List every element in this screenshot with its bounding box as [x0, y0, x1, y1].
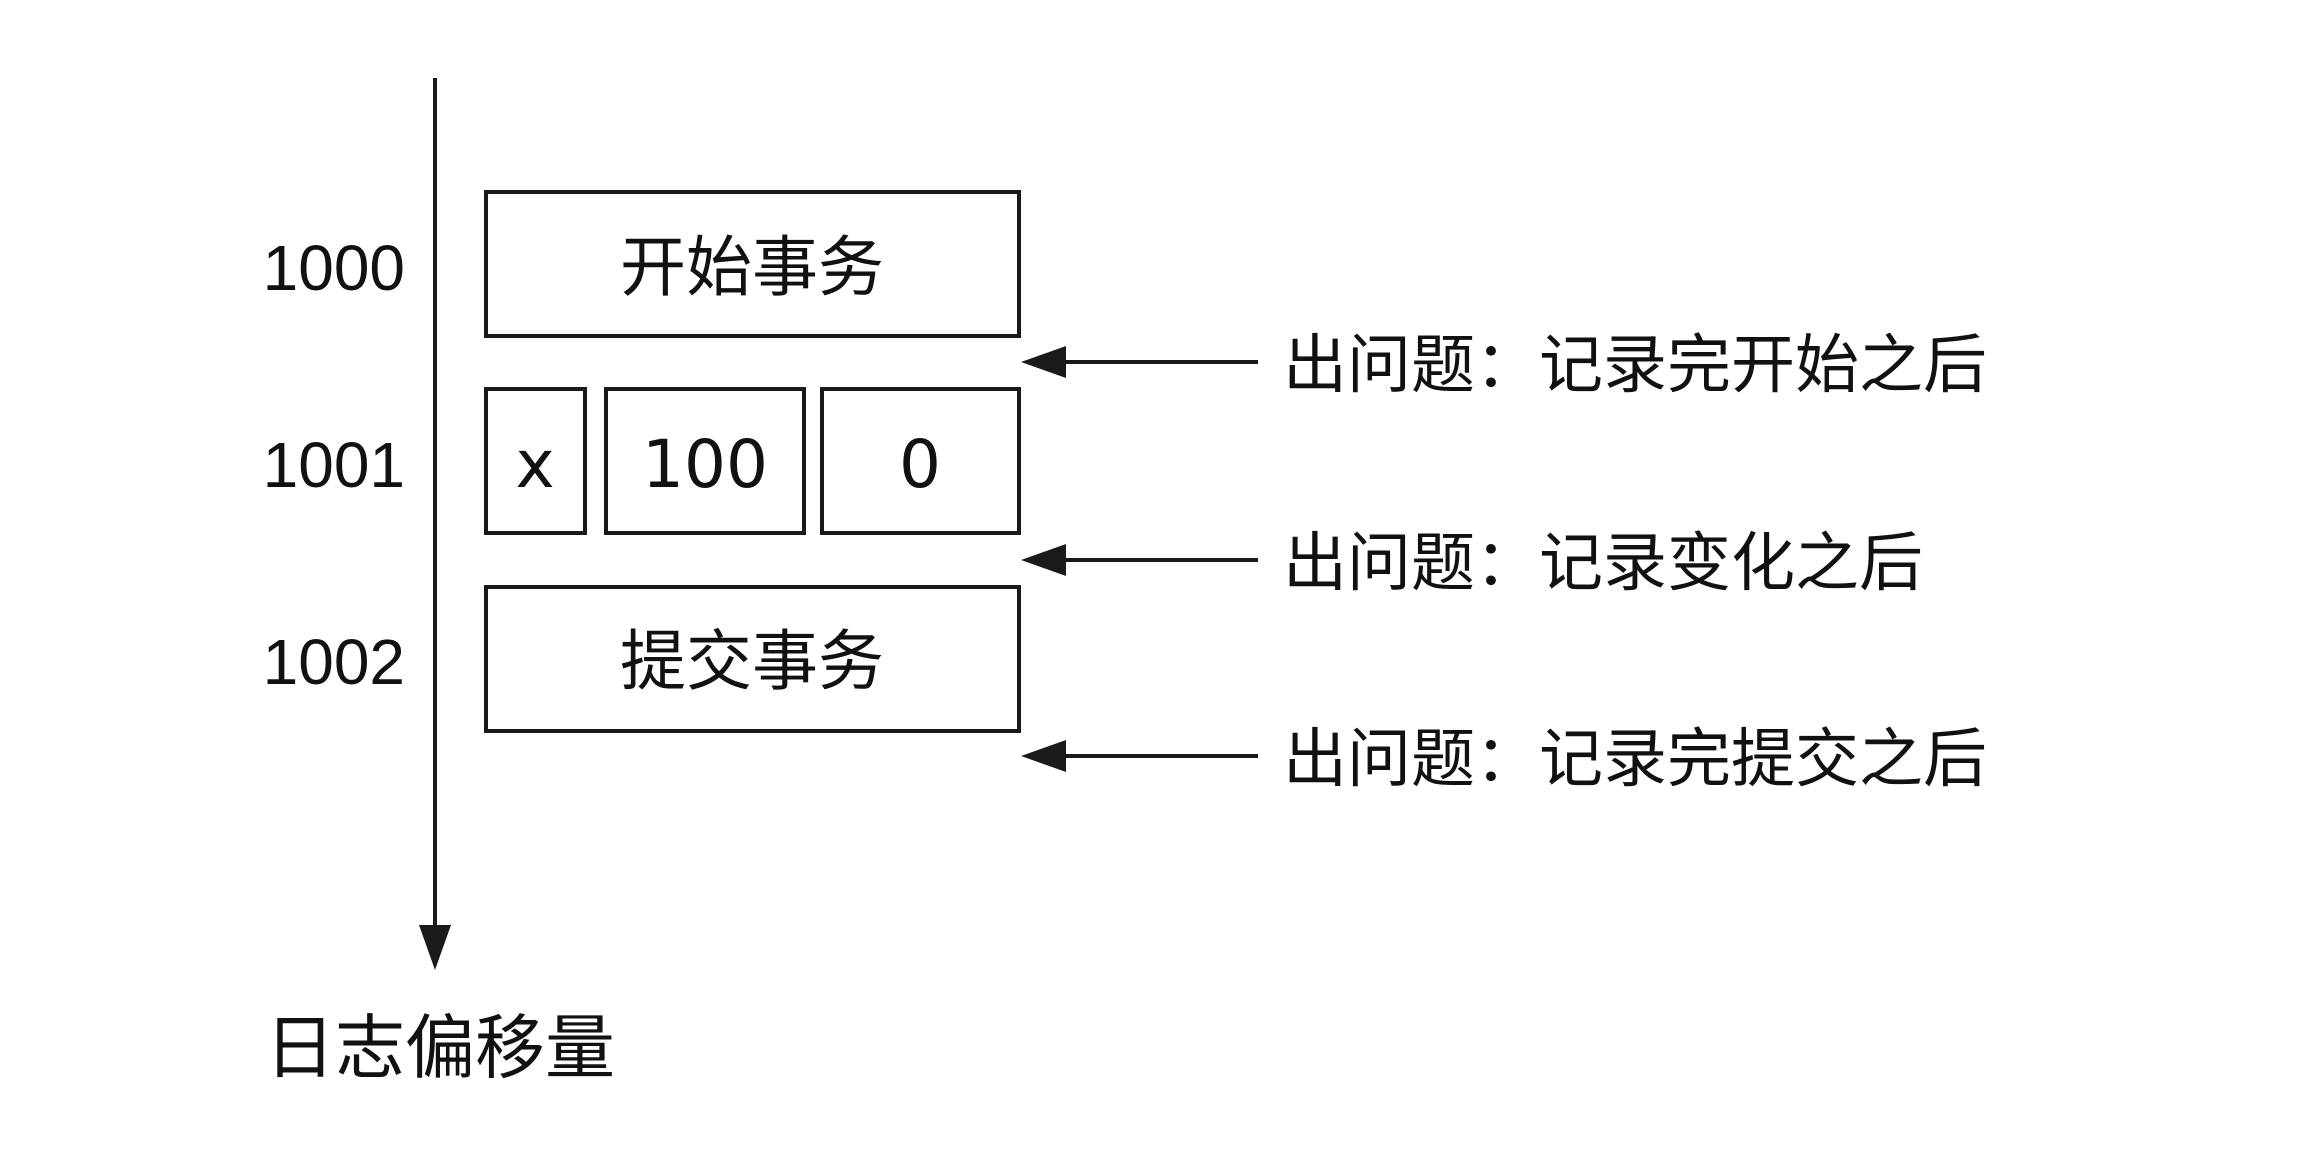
log-record-change: x 100 0: [484, 387, 1021, 535]
crash-arrow-3-head: [1021, 740, 1066, 772]
log-record-begin-box: [484, 190, 1021, 338]
crash-annotation-2: 出问题：记录变化之后: [1021, 527, 1923, 601]
change-old-value-label: 100: [642, 426, 768, 503]
change-new-value-label: 0: [899, 426, 941, 503]
change-field-label: x: [515, 426, 554, 503]
crash-note-1: 出问题：记录完开始之后: [1283, 329, 1987, 403]
change-new-value-box: [820, 387, 1021, 535]
crash-annotation-3: 出问题：记录完提交之后: [1021, 723, 1987, 797]
log-record-commit-box: [484, 585, 1021, 733]
offset-axis-arrowhead: [419, 925, 451, 970]
log-record-begin: 开始事务: [484, 190, 1021, 338]
crash-arrow-2-head: [1021, 544, 1066, 576]
change-old-value-box: [604, 387, 806, 535]
log-record-begin-label: 开始事务: [620, 229, 884, 306]
offset-label-1001: 1001: [263, 429, 405, 501]
offset-axis: 日志偏移量: [265, 78, 615, 1089]
log-record-commit-label: 提交事务: [620, 623, 884, 700]
offset-axis-label: 日志偏移量: [265, 1007, 615, 1089]
log-record-commit: 提交事务: [484, 585, 1021, 733]
crash-annotation-1: 出问题：记录完开始之后: [1021, 329, 1987, 403]
crash-note-3: 出问题：记录完提交之后: [1283, 723, 1987, 797]
change-field-box: [484, 387, 587, 535]
offset-label-1000: 1000: [263, 232, 405, 304]
crash-arrow-1-head: [1021, 346, 1066, 378]
offset-labels: 1000 1001 1002: [263, 232, 405, 698]
crash-note-2: 出问题：记录变化之后: [1283, 527, 1923, 601]
offset-label-1002: 1002: [263, 626, 405, 698]
